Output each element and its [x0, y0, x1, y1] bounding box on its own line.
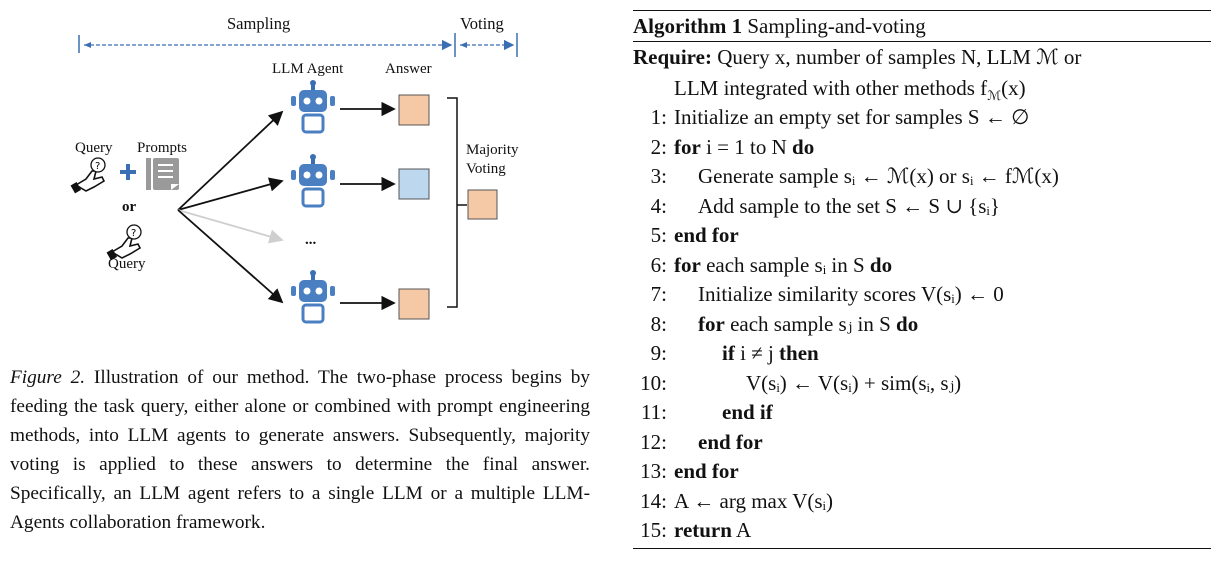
answer-box-n: [398, 288, 430, 320]
algorithm-label: Algorithm 1: [633, 14, 743, 38]
line-code: for each sample sᵢ in S do: [674, 252, 893, 277]
sampling-phase-label: Sampling: [227, 14, 291, 33]
algorithm-line: 10: V(sᵢ) ← V(sᵢ) + sim(sᵢ, sⱼ): [633, 369, 1211, 399]
figure-number: Figure 2.: [10, 367, 86, 388]
llm-agent-2-icon: [289, 152, 337, 208]
algorithm-line: 12: end for: [633, 428, 1211, 458]
line-code: if i ≠ j then: [722, 341, 819, 365]
algorithm-title: Algorithm 1 Sampling-and-voting: [633, 11, 1211, 41]
line-code: end for: [674, 223, 739, 247]
method-diagram: ? ?: [70, 33, 518, 324]
line-number: 13:: [640, 459, 667, 483]
arrow-to-agent-2: [177, 177, 284, 211]
line-code: for i = 1 to N do: [674, 134, 815, 159]
query-label-bottom: Query: [108, 256, 146, 272]
line-code: end if: [722, 400, 773, 424]
answer-box-1: [398, 94, 430, 126]
algorithm-line: 13: end for: [633, 457, 1211, 487]
line-number: 5:: [650, 223, 667, 247]
line-code: A ← arg max V(sᵢ): [674, 488, 833, 513]
plus-icon: [120, 164, 136, 180]
line-number: 14:: [640, 488, 667, 513]
answers-bracket: [447, 97, 458, 308]
line-number: 12:: [640, 429, 667, 454]
majority-voting-label-line2: Voting: [466, 161, 506, 177]
voting-phase-arrow: [460, 33, 518, 57]
line-number: 3:: [650, 164, 667, 188]
require-tail: (x): [1001, 76, 1026, 100]
require-text-2: LLM integrated with other methods f: [674, 76, 988, 100]
algorithm-line: 1: Initialize an empty set for samples S …: [633, 103, 1211, 133]
line-code: Initialize similarity scores V(sᵢ) ← 0: [698, 282, 1004, 306]
line-number: 8:: [650, 311, 667, 336]
line-number: 10:: [640, 370, 667, 395]
algorithm-line: 4: Add sample to the set S ← S ∪ {sᵢ}: [633, 192, 1211, 222]
llm-agent-column-label: LLM Agent: [272, 61, 344, 77]
algorithm-name: Sampling-and-voting: [747, 14, 926, 38]
line-code: Generate sample sᵢ ← ℳ(x) or sᵢ ← fℳ(x): [698, 164, 1059, 188]
require-text-1: Query x, number of samples N, LLM ℳ or: [711, 45, 1082, 69]
arrow-to-agent-n: [177, 209, 284, 304]
algorithm-line: 7: Initialize similarity scores V(sᵢ) ← 0: [633, 280, 1211, 310]
llm-agent-n-icon: [289, 268, 337, 324]
arrow-to-agent-1: [177, 110, 284, 211]
line-code: Initialize an empty set for samples S ← …: [674, 105, 1030, 129]
line-code: for each sample sⱼ in S do: [698, 311, 919, 336]
line-number: 6:: [650, 252, 667, 277]
query-label-top: Query: [75, 140, 113, 156]
require-subscript: ℳ: [987, 88, 1002, 104]
line-number: 7:: [650, 282, 667, 306]
algorithm-line: 8: for each sample sⱼ in S do: [633, 310, 1211, 340]
line-number: 1:: [650, 105, 667, 129]
require-keyword: Require:: [633, 45, 712, 69]
query-hand-icon: ?: [70, 157, 106, 194]
final-answer-box: [467, 189, 498, 220]
sampling-phase-arrow: [78, 33, 456, 57]
line-number: 4:: [650, 193, 667, 218]
line-number: 2:: [650, 134, 667, 159]
arrow-to-more-agents: [177, 209, 284, 244]
svg-text:?: ?: [131, 228, 136, 239]
algorithm-require: Require: Query x, number of samples N, L…: [633, 42, 1211, 103]
figure-caption: Figure 2. Illustration of our method. Th…: [10, 363, 590, 537]
algorithm-line: 3: Generate sample sᵢ ← ℳ(x) or sᵢ ← fℳ(x…: [633, 162, 1211, 192]
algorithm-line: 6: for each sample sᵢ in S do: [633, 251, 1211, 281]
majority-voting-label-line1: Majority: [466, 142, 519, 158]
line-code: return A: [674, 518, 752, 542]
line-code: end for: [674, 459, 739, 483]
algorithm-bottom-rule: [633, 548, 1211, 549]
svg-text:?: ?: [95, 161, 100, 172]
line-code: V(sᵢ) ← V(sᵢ) + sim(sᵢ, sⱼ): [746, 370, 962, 395]
method-figure: ? ?: [0, 0, 600, 345]
algorithm-line: 5: end for: [633, 221, 1211, 251]
answer-box-2: [398, 168, 430, 200]
algorithm-top-rule: [633, 10, 1211, 11]
algorithm-box: Algorithm 1 Sampling-and-voting Require:…: [633, 10, 1211, 546]
algorithm-line: 11: end if: [633, 398, 1211, 428]
line-number: 15:: [640, 518, 667, 542]
query-hand-icon-2: ?: [106, 224, 142, 261]
answer-column-label: Answer: [385, 61, 432, 77]
algorithm-line: 2: for i = 1 to N do: [633, 133, 1211, 163]
algorithm-line: 15: return A: [633, 516, 1211, 546]
more-agents-ellipsis: ...: [305, 232, 317, 248]
document-icon: [146, 158, 179, 190]
line-code: end for: [698, 429, 763, 454]
line-number: 9:: [650, 341, 667, 365]
algorithm-lines: 1: Initialize an empty set for samples S …: [633, 103, 1211, 546]
or-label: or: [122, 199, 137, 215]
algorithm-mid-rule: [633, 41, 1211, 42]
algorithm-line: 9: if i ≠ j then: [633, 339, 1211, 369]
llm-agent-1-icon: [289, 78, 337, 134]
caption-text: Illustration of our method. The two-phas…: [10, 367, 591, 533]
line-number: 11:: [640, 400, 667, 424]
voting-phase-label: Voting: [460, 14, 504, 33]
algorithm-line: 14: A ← arg max V(sᵢ): [633, 487, 1211, 517]
line-code: Add sample to the set S ← S ∪ {sᵢ}: [698, 193, 1000, 218]
prompts-label: Prompts: [137, 140, 188, 156]
